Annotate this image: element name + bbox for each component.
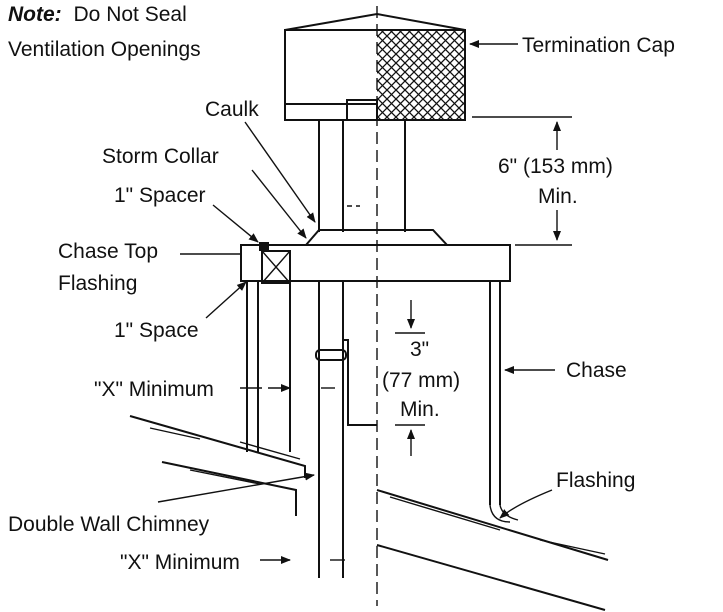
double-wall-chimney-label: Double Wall Chimney <box>8 513 210 536</box>
chase-top-flashing-label-2: Flashing <box>58 272 137 295</box>
offset-dimension-1: 3" <box>410 338 429 361</box>
chase-wall-left <box>246 250 291 452</box>
chimney-pipe-upper <box>318 120 406 232</box>
dimension-offset <box>395 300 425 456</box>
note-prefix: Note: <box>8 3 62 26</box>
termination-cap <box>284 12 466 121</box>
offset-dimension-3: Min. <box>400 398 440 421</box>
x-minimum-upper-label: "X" Minimum <box>94 378 214 401</box>
termination-cap-label: Termination Cap <box>522 34 675 57</box>
roof <box>129 415 609 611</box>
chase-top-flashing-label-1: Chase Top <box>58 240 158 263</box>
storm-collar-label: Storm Collar <box>102 145 219 168</box>
chimney-pipe-lower <box>315 281 377 578</box>
leader-lines <box>157 40 555 564</box>
chase-top <box>240 242 511 282</box>
spacer-label: 1" Spacer <box>114 184 206 207</box>
space-label: 1" Space <box>114 319 199 342</box>
caulk-label: Caulk <box>205 98 259 121</box>
flashing-label: Flashing <box>556 469 635 492</box>
note-line1: Do Not Seal <box>74 3 187 26</box>
note-line2: Ventilation Openings <box>8 38 201 61</box>
cap-clearance-dimension-1: 6" (153 mm) <box>498 155 613 178</box>
cap-clearance-dimension-2: Min. <box>538 185 578 208</box>
x-minimum-lower-label: "X" Minimum <box>120 551 240 574</box>
chase-label: Chase <box>566 359 627 382</box>
dimension-cap-clearance <box>472 116 572 246</box>
note-text: Note: Do Not Seal <box>8 3 187 26</box>
offset-dimension-2: (77 mm) <box>382 369 460 392</box>
chase-wall-right <box>489 281 519 523</box>
